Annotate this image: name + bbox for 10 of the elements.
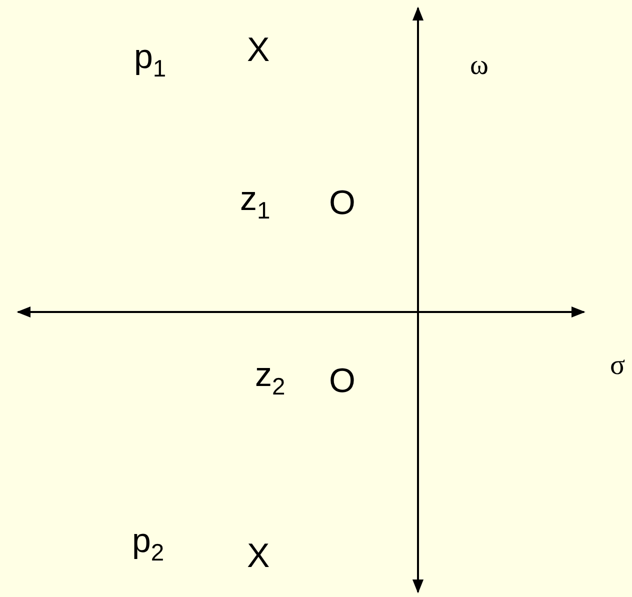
real-axis-label: σ [610,352,626,380]
zero-label: z$_{2}$ [255,358,286,400]
imaginary-axis-label: ω [470,52,488,80]
pole-label: p$_{2}$ [132,524,164,566]
pole-marker: X [247,539,270,573]
pole-marker: X [247,33,270,67]
pole-label: p$_{1}$ [134,40,166,82]
zero-label: z$_{1}$ [240,182,270,224]
zero-marker: O [329,364,356,398]
zero-marker: O [329,186,356,220]
